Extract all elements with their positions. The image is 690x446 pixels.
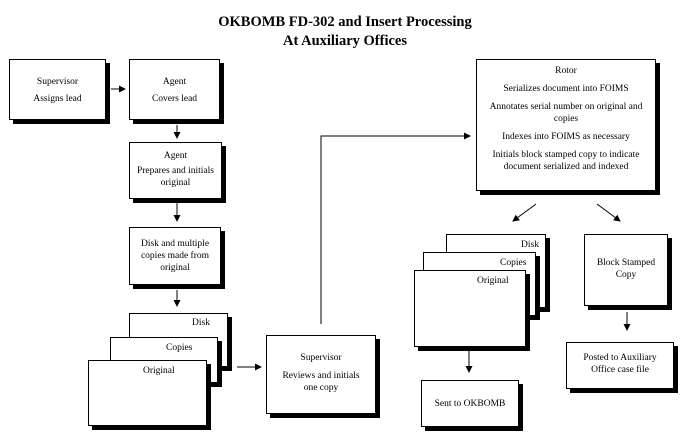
node-title: Supervisor xyxy=(36,77,79,87)
node-text: Prepares and initials original xyxy=(136,166,215,188)
node-text: Covers lead xyxy=(151,94,198,104)
node-text: Posted to Auxiliary Office case file xyxy=(583,353,657,375)
node-title: Supervisor xyxy=(300,353,342,363)
node-text: Sent to OKBOMB xyxy=(434,399,506,409)
node-sent-okbomb: Sent to OKBOMB xyxy=(421,380,519,427)
stack-right-original xyxy=(414,270,526,347)
diagram-title-line2: At Auxiliary Offices xyxy=(282,33,408,49)
node-text: Reviews and initials one copy xyxy=(282,371,360,393)
stack-left-disk-label: Disk xyxy=(192,318,210,328)
arrow-rotor-to-stack-right xyxy=(512,203,537,222)
node-title: Agent xyxy=(162,77,187,87)
node-supervisor-assigns: Supervisor Assigns lead xyxy=(9,59,106,120)
stack-right-original-label: Original xyxy=(477,276,509,286)
node-text: Block Stamped Copy xyxy=(596,258,656,280)
node-agent-covers: Agent Covers lead xyxy=(129,59,220,120)
rotor-line2: Annotates serial number on original and … xyxy=(489,102,643,124)
rotor-line3: Indexes into FOIMS as necessary xyxy=(502,132,630,142)
stack-left-copies-label: Copies xyxy=(166,343,193,353)
node-agent-prepares: Agent Prepares and initials original xyxy=(129,142,222,199)
stack-left-original xyxy=(88,360,207,426)
stack-left-original-label: Original xyxy=(143,366,175,376)
diagram-title-line1: OKBOMB FD-302 and Insert Processing xyxy=(218,14,472,30)
rotor-line4: Initials block stamped copy to indicate … xyxy=(492,150,640,172)
node-posted-aux: Posted to Auxiliary Office case file xyxy=(566,342,674,389)
arrow-reviews-to-rotor xyxy=(320,132,471,324)
node-title: Agent xyxy=(163,151,188,161)
stack-right-disk-label: Disk xyxy=(521,240,539,250)
node-disk-copies: Disk and multiple copies made from origi… xyxy=(129,227,221,285)
rotor-line1: Serializes document into FOIMS xyxy=(503,84,629,94)
node-rotor: Rotor Serializes document into FOIMS Ann… xyxy=(476,59,656,191)
arrow-rotor-to-block-stamped xyxy=(596,203,621,222)
stack-right-copies-label: Copies xyxy=(500,258,527,268)
node-title: Rotor xyxy=(555,66,577,76)
node-supervisor-reviews: Supervisor Reviews and initials one copy xyxy=(266,335,376,414)
node-text: Assigns lead xyxy=(33,94,82,104)
node-text: Disk and multiple copies made from origi… xyxy=(140,239,210,273)
node-block-stamped: Block Stamped Copy xyxy=(584,234,668,306)
